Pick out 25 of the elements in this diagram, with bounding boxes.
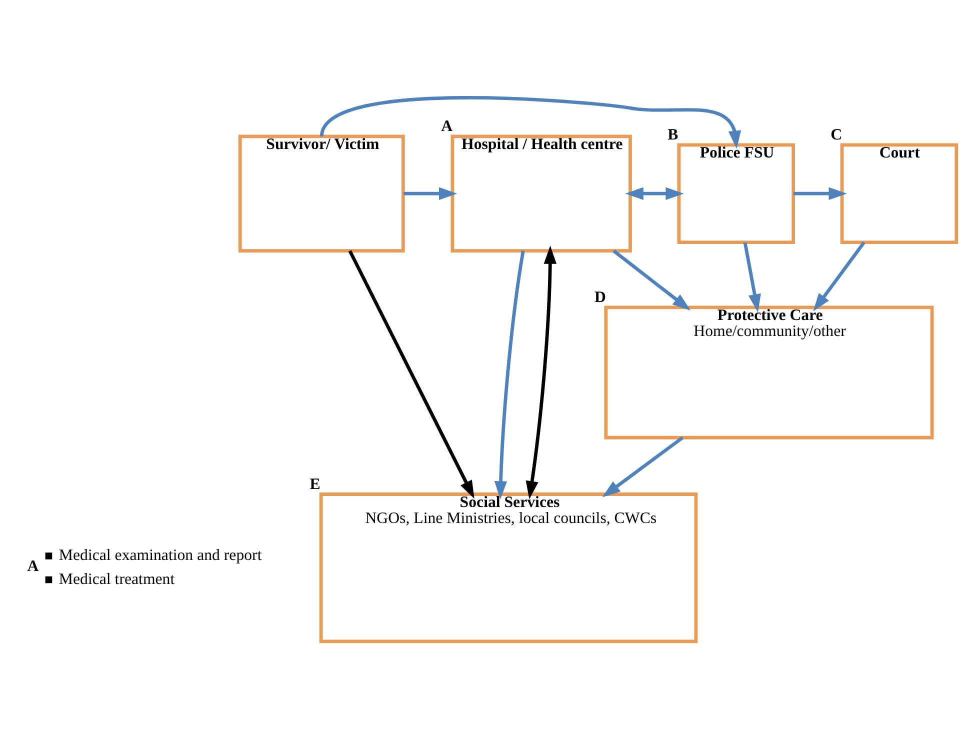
arrow: [612, 249, 690, 310]
node-box: Court: [840, 142, 958, 244]
node-box: Hospital / Health centre: [450, 134, 632, 252]
arrow: [792, 186, 846, 200]
node-label: B: [667, 126, 678, 143]
arrow: [403, 186, 457, 200]
arrow: [742, 242, 760, 312]
arrow: [494, 250, 524, 499]
node-box: Social Services NGOs, Line Ministries, local councils, CWCs: [318, 492, 698, 643]
label: A: [26, 557, 38, 574]
node-label: C: [830, 126, 842, 143]
arrow: [602, 436, 684, 497]
node-label: E: [309, 475, 320, 492]
arrow: [348, 250, 474, 498]
node-box: Protective Care Home/community/other: [604, 305, 934, 439]
arrow: [525, 245, 556, 499]
arrow: [812, 241, 865, 311]
label: Medical examination and report: [58, 546, 262, 564]
arrow: [624, 186, 684, 200]
node-label: D: [594, 288, 606, 306]
node-box: Police FSU: [676, 142, 794, 244]
arrow: [320, 96, 741, 148]
node-box: Survivor/ Victim: [238, 134, 404, 252]
node-label: A: [440, 117, 452, 134]
label: Medical treatment: [58, 570, 174, 588]
